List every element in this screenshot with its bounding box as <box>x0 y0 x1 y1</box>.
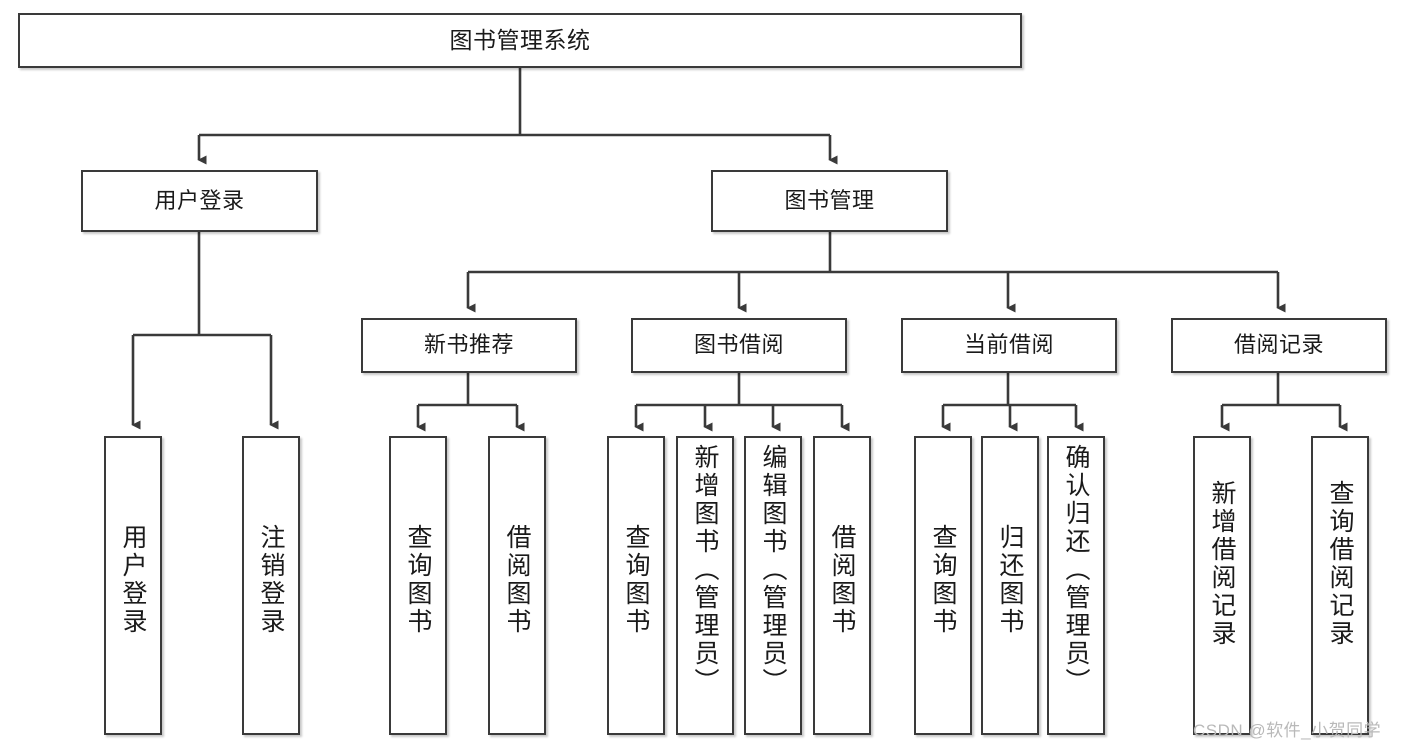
leaf-confirm-return-label: 确认归还（管理员） <box>1062 444 1090 696</box>
leaf-user-login-label: 用户登录 <box>119 524 147 636</box>
leaf-borrow-book-newbook-label: 借阅图书 <box>503 524 531 636</box>
node-book-borrow[interactable]: 图书借阅 <box>631 318 847 373</box>
leaf-user-logout[interactable]: 注销登录 <box>242 436 300 735</box>
node-new-book-recommend[interactable]: 新书推荐 <box>361 318 577 373</box>
leaf-query-borrow-record-label: 查询借阅记录 <box>1326 480 1354 648</box>
node-user-login[interactable]: 用户登录 <box>81 170 318 232</box>
node-borrow-record-label: 借阅记录 <box>1233 332 1324 358</box>
leaf-borrow-book-newbook[interactable]: 借阅图书 <box>488 436 546 735</box>
node-book-borrow-label: 图书借阅 <box>693 332 784 358</box>
leaf-query-book-current-label: 查询图书 <box>929 524 957 636</box>
leaf-borrow-book-borrow[interactable]: 借阅图书 <box>813 436 871 735</box>
node-root-label: 图书管理系统 <box>449 26 591 53</box>
leaf-return-book-label: 归还图书 <box>996 524 1024 636</box>
leaf-add-book[interactable]: 新增图书（管理员） <box>676 436 734 735</box>
leaf-return-book[interactable]: 归还图书 <box>981 436 1039 735</box>
leaf-borrow-book-borrow-label: 借阅图书 <box>828 524 856 636</box>
node-current-borrow-label: 当前借阅 <box>963 332 1054 358</box>
node-book-management-label: 图书管理 <box>784 187 875 213</box>
leaf-query-book-newbook-label: 查询图书 <box>404 524 432 636</box>
leaf-add-borrow-record-label: 新增借阅记录 <box>1208 480 1236 648</box>
leaf-add-borrow-record[interactable]: 新增借阅记录 <box>1193 436 1251 735</box>
leaf-query-book-borrow-label: 查询图书 <box>622 524 650 636</box>
leaf-confirm-return[interactable]: 确认归还（管理员） <box>1047 436 1105 735</box>
node-user-login-label: 用户登录 <box>154 187 245 213</box>
leaf-edit-book-label: 编辑图书（管理员） <box>759 444 787 696</box>
leaf-query-book-current[interactable]: 查询图书 <box>914 436 972 735</box>
node-borrow-record[interactable]: 借阅记录 <box>1171 318 1387 373</box>
leaf-query-book-borrow[interactable]: 查询图书 <box>607 436 665 735</box>
node-root[interactable]: 图书管理系统 <box>18 13 1022 68</box>
csdn-watermark: CSDN @软件_小贺同学 <box>1193 721 1382 740</box>
leaf-user-login[interactable]: 用户登录 <box>104 436 162 735</box>
node-new-book-recommend-label: 新书推荐 <box>423 332 514 358</box>
node-current-borrow[interactable]: 当前借阅 <box>901 318 1117 373</box>
leaf-user-logout-label: 注销登录 <box>257 524 285 636</box>
leaf-add-book-label: 新增图书（管理员） <box>691 444 719 696</box>
leaf-query-borrow-record[interactable]: 查询借阅记录 <box>1311 436 1369 735</box>
node-book-management[interactable]: 图书管理 <box>711 170 948 232</box>
leaf-query-book-newbook[interactable]: 查询图书 <box>389 436 447 735</box>
leaf-edit-book[interactable]: 编辑图书（管理员） <box>744 436 802 735</box>
